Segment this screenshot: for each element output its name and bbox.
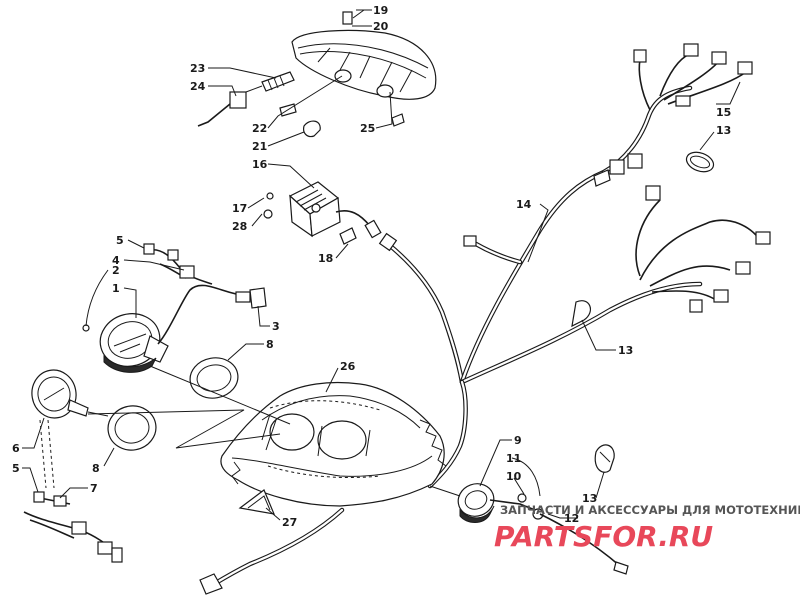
gauge-upper	[82, 313, 169, 373]
callout-4: 4	[112, 254, 120, 267]
clamp-upper	[685, 151, 715, 173]
leader-lines	[22, 9, 741, 521]
gauge-ring-lower	[107, 405, 157, 451]
taillight-assembly	[291, 9, 437, 100]
gauge-harness-upper	[143, 243, 267, 345]
callout-17: 17	[232, 202, 247, 215]
callout-26: 26	[340, 360, 356, 373]
callout-8-lower: 8	[92, 462, 100, 475]
gauge-lower	[31, 369, 109, 419]
callout-3: 3	[272, 320, 280, 333]
callout-10: 10	[506, 470, 522, 483]
callout-27: 27	[282, 516, 297, 529]
callout-23: 23	[190, 62, 205, 75]
callout-11: 11	[506, 452, 521, 465]
callout-13-middle: 13	[618, 344, 633, 357]
callout-13-upper: 13	[716, 124, 731, 137]
gauge-harness-lower	[23, 491, 123, 563]
dash-panel	[220, 381, 447, 507]
callout-1: 1	[112, 282, 120, 295]
reflector-decal	[238, 489, 275, 515]
sub-harness-upper	[593, 43, 753, 187]
switch-assembly	[429, 483, 629, 575]
callout-19: 19	[373, 4, 388, 17]
callout-13-lower: 13	[582, 492, 597, 505]
callout-22: 22	[252, 122, 267, 135]
main-wiring-harness	[199, 169, 703, 595]
callout-28: 28	[232, 220, 247, 233]
callout-12: 12	[564, 512, 579, 525]
callout-labels: 19 20 23 24 22 21 25 16 17 28 18 15 13 1…	[12, 4, 731, 529]
callout-25: 25	[360, 122, 375, 135]
callout-6: 6	[12, 442, 20, 455]
callout-5-lower: 5	[12, 462, 20, 475]
callout-15: 15	[716, 106, 731, 119]
gauge-ring-upper	[189, 357, 239, 399]
callout-16: 16	[252, 158, 268, 171]
callout-14: 14	[516, 198, 532, 211]
callout-8-upper: 8	[266, 338, 274, 351]
callout-9: 9	[514, 434, 522, 447]
watermark-tagline: ЗАПЧАСТИ И АКСЕССУАРЫ ДЛЯ МОТОТЕХНИКИ	[500, 503, 800, 517]
taillight-hardware	[279, 103, 405, 138]
voltage-regulator	[263, 181, 382, 245]
sub-harness-right	[571, 185, 771, 328]
callout-18: 18	[318, 252, 333, 265]
callout-5-upper: 5	[116, 234, 124, 247]
callout-7: 7	[90, 482, 98, 495]
clamp-lower	[594, 444, 615, 473]
callout-20: 20	[373, 20, 389, 33]
callout-24: 24	[190, 80, 206, 93]
watermark-brand: PARTSFOR.RU	[494, 520, 713, 553]
callout-21: 21	[252, 140, 267, 153]
callout-2: 2	[112, 264, 120, 277]
bulb-socket	[197, 71, 295, 127]
watermark: ЗАПЧАСТИ И АКСЕССУАРЫ ДЛЯ МОТОТЕХНИКИ PA…	[494, 503, 800, 553]
